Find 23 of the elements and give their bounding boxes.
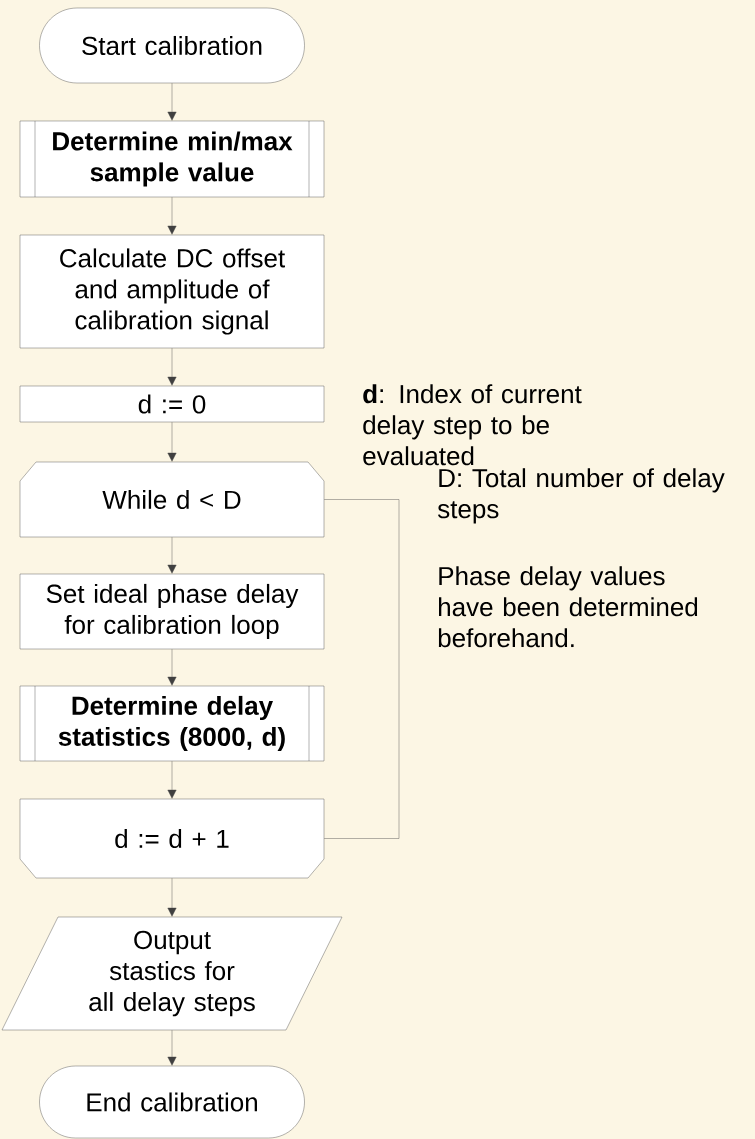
arrow [167, 422, 177, 462]
connector-line [324, 499, 400, 839]
note-text: D: Total number of delay steps [437, 468, 725, 524]
arrow [167, 649, 177, 686]
arrow [167, 83, 177, 121]
note-text: Phase delay values have been determined beforehand. [438, 566, 698, 648]
arrow [167, 197, 177, 235]
subprocess-box: Determine min/max sample value [19, 120, 325, 198]
process-box: Set ideal phase delay for calibration loop [19, 573, 325, 650]
loop-start-box: While d < D [19, 461, 325, 538]
output-parallelogram: Output stastics for all delay steps [1, 916, 343, 1031]
arrow [167, 537, 177, 574]
end-terminal: End calibration [39, 1065, 305, 1139]
start-terminal: Start calibration [39, 7, 305, 84]
note-text: d: Index of current delay step to be evaluated [363, 384, 582, 466]
arrow [167, 878, 177, 917]
process-box: d := 0 [19, 385, 325, 423]
arrow [167, 1030, 177, 1066]
arrow [167, 348, 177, 386]
loop-end-box: d := d + 1 [19, 798, 325, 879]
process-box: Calculate DC offset and amplitude of calibration signal [19, 234, 325, 349]
subprocess-box: Determine delay statistics (8000, d) [19, 685, 325, 762]
arrow [167, 761, 177, 799]
